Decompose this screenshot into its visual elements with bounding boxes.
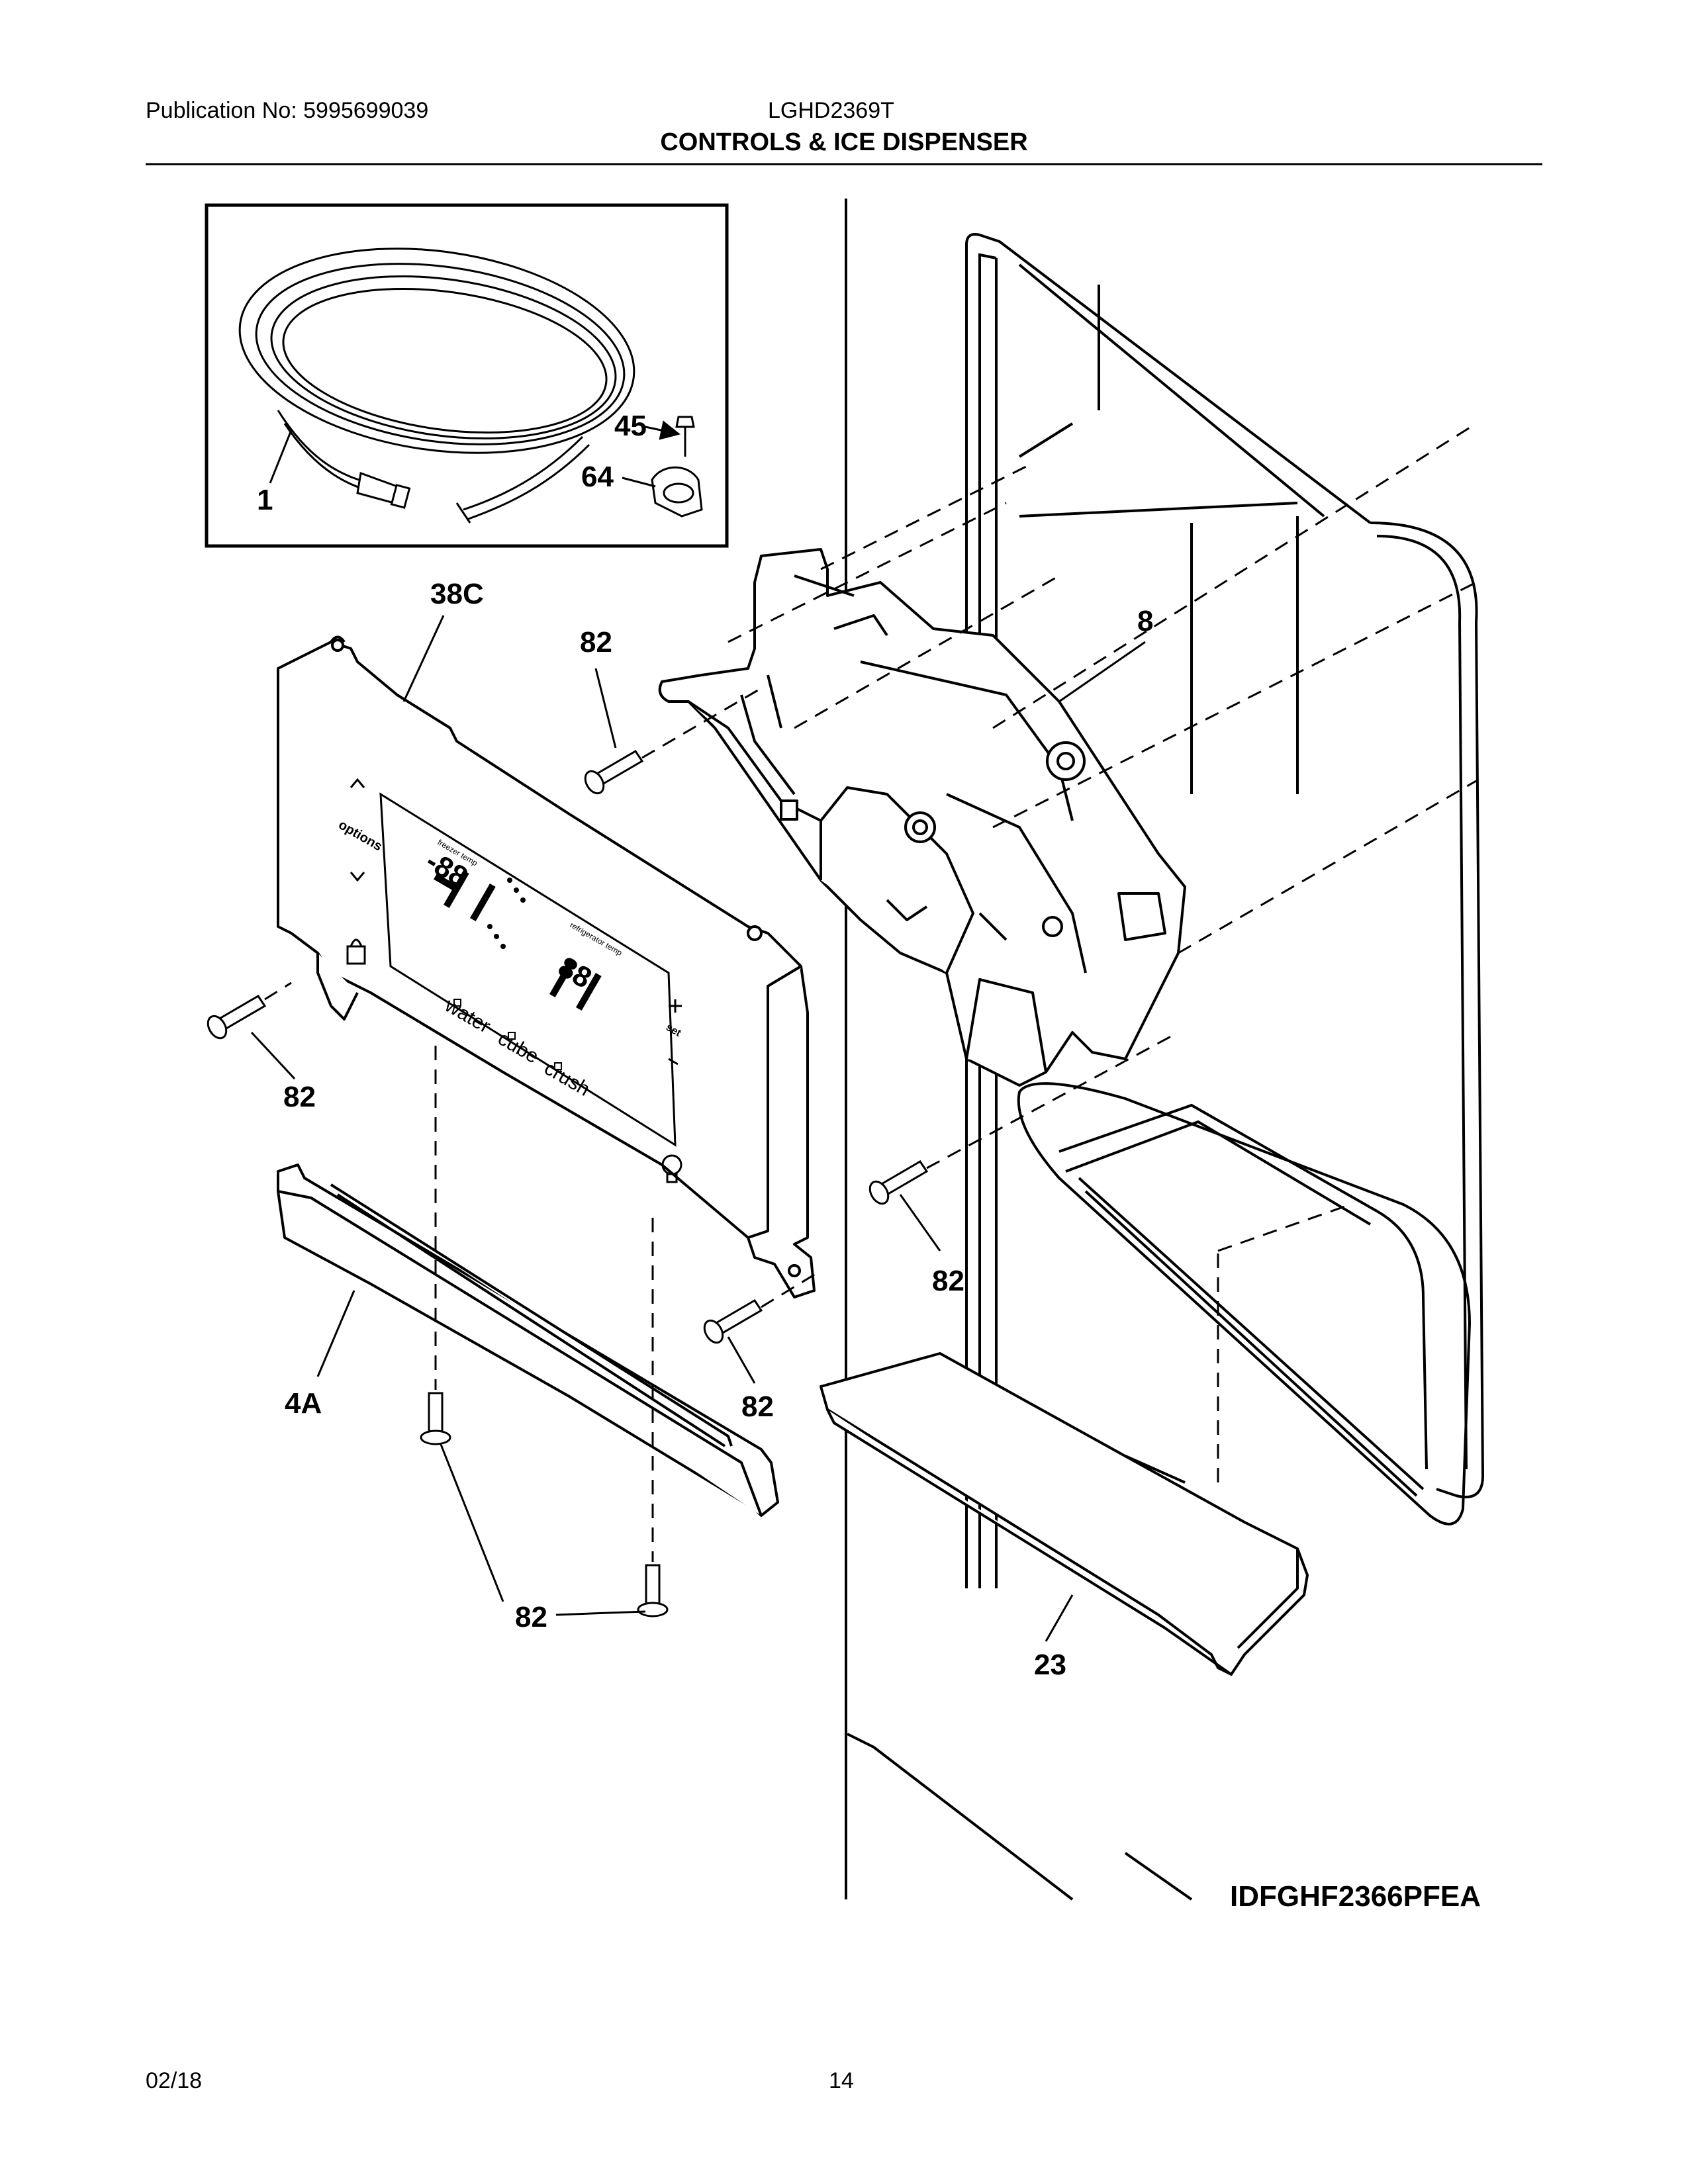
- screw-82f: [637, 1564, 669, 1617]
- minus-icon: [668, 1058, 679, 1066]
- page-number: 14: [829, 2068, 854, 2093]
- door-outline: [847, 233, 1485, 1901]
- callout-82-middle: 82: [741, 1390, 774, 1423]
- screw-82e: [420, 1392, 451, 1445]
- callout-8: 8: [1137, 605, 1153, 637]
- callout-38c: 38C: [430, 578, 484, 610]
- callout-64: 64: [581, 461, 614, 493]
- alignment-lines: [264, 422, 1477, 1562]
- callout-4a: 4A: [285, 1387, 322, 1420]
- callout-1: 1: [257, 484, 273, 516]
- diagram-code: IDFGHF2366PFEA: [1230, 1880, 1481, 1913]
- tube-clamp: [651, 466, 703, 518]
- inset-box: [205, 203, 729, 548]
- drip-tray: [820, 1352, 1309, 1676]
- leader-lines: [250, 420, 1146, 1642]
- callout-45: 45: [614, 410, 647, 442]
- clamp-screw: [675, 416, 695, 457]
- footer-date: 02/18: [146, 2068, 203, 2093]
- water-tube-coil: [238, 248, 635, 521]
- display-segments: [434, 870, 602, 1011]
- panel-small-squares: [453, 999, 562, 1070]
- screw-82d: [703, 1298, 763, 1344]
- lower-trim: [277, 1163, 779, 1517]
- lock-icon: [346, 938, 366, 965]
- page-title: CONTROLS & ICE DISPENSER: [660, 128, 1028, 156]
- dispenser-housing: [658, 548, 1186, 1087]
- callout-82-top: 82: [580, 626, 612, 659]
- display-window: [379, 792, 677, 1147]
- callout-82-bottom: 82: [515, 1601, 547, 1633]
- drip-tray-recess: [1017, 1082, 1472, 1525]
- tube-fitting: [356, 471, 411, 509]
- screw-82a: [584, 749, 644, 795]
- plus-icon: [669, 999, 682, 1013]
- callout-23: 23: [1034, 1649, 1066, 1681]
- screw-82b: [207, 994, 267, 1040]
- callout-82-left: 82: [283, 1081, 316, 1113]
- screw-82c: [868, 1160, 929, 1205]
- callout-82-right: 82: [932, 1265, 964, 1297]
- light-bulb-icon: [661, 1154, 682, 1183]
- publication-number: Publication No: 5995699039: [146, 98, 429, 123]
- chevron-up-icon: [350, 778, 365, 788]
- chevron-down-icon: [350, 872, 365, 882]
- model-number: LGHD2369T: [768, 98, 894, 123]
- panel-bullets: [487, 878, 526, 949]
